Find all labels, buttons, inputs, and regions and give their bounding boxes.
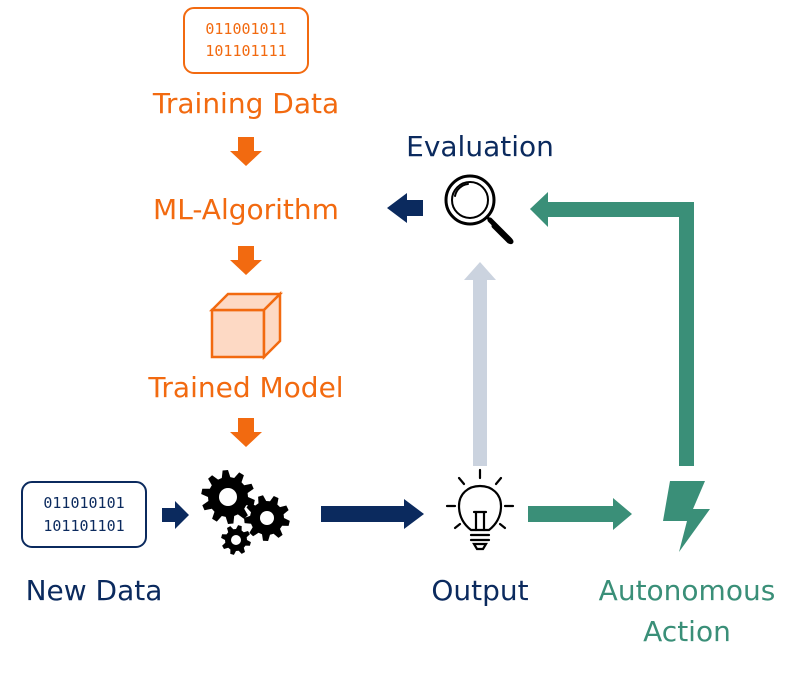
algorithm-label: ML-Algorithm bbox=[153, 193, 339, 226]
training-data-bits-1: 011001011 bbox=[205, 20, 286, 38]
action-label-line2: Action bbox=[643, 615, 731, 648]
training-data-box bbox=[183, 7, 309, 74]
lightbulb-icon bbox=[445, 468, 515, 551]
arrow-model-to-gears bbox=[230, 418, 262, 447]
arrow-action-to-evaluation bbox=[530, 197, 694, 466]
feedback-loop-vertical bbox=[679, 202, 694, 466]
feedback-loop-horizontal bbox=[548, 202, 694, 217]
new-data-label: New Data bbox=[26, 574, 163, 607]
new-data-box bbox=[21, 481, 147, 548]
gear-large-hole bbox=[219, 488, 237, 506]
model-label: Trained Model bbox=[147, 371, 343, 404]
new-data-bits-2: 101101101 bbox=[43, 517, 124, 535]
arrow-output-to-action bbox=[528, 498, 632, 530]
arrow-evaluation-to-algorithm bbox=[387, 193, 423, 223]
new-data-bits-1: 011010101 bbox=[43, 494, 124, 512]
arrow-output-to-evaluation bbox=[464, 262, 496, 466]
cube-icon bbox=[208, 290, 284, 361]
arrow-training-to-algorithm bbox=[230, 137, 262, 166]
arrow-gears-to-output bbox=[321, 499, 424, 529]
gear-medium-hole bbox=[260, 511, 274, 525]
gear-small-hole bbox=[231, 535, 241, 545]
arrow-algorithm-to-model bbox=[230, 246, 262, 275]
arrow-newdata-to-gears bbox=[162, 501, 189, 529]
output-label: Output bbox=[431, 574, 528, 607]
training-data-label: Training Data bbox=[152, 87, 339, 120]
lightning-icon bbox=[663, 481, 710, 552]
training-data-bits-2: 101101111 bbox=[205, 42, 286, 60]
magnifier-icon bbox=[444, 174, 514, 245]
action-label-line1: Autonomous bbox=[599, 574, 776, 607]
evaluation-label: Evaluation bbox=[406, 130, 554, 163]
feedback-loop-arrowhead bbox=[530, 192, 548, 227]
gears-icon bbox=[201, 470, 290, 555]
